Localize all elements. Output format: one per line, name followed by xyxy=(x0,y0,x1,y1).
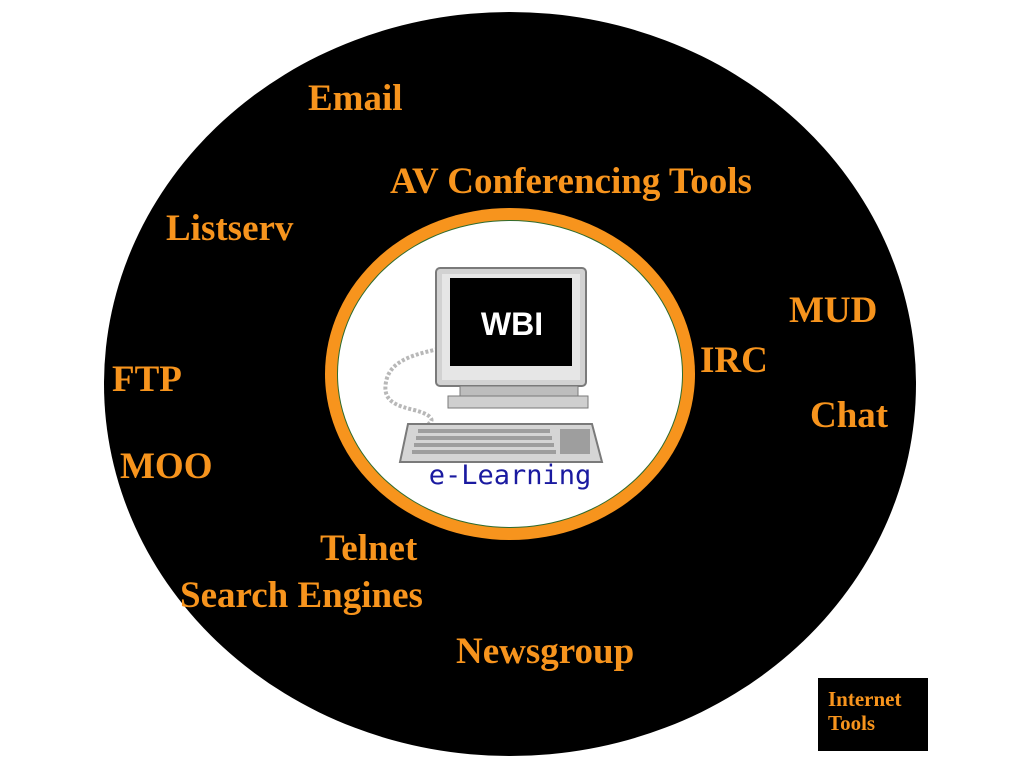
label-av-conferencing-tools: AV Conferencing Tools xyxy=(390,161,752,202)
computer-icon xyxy=(383,267,604,463)
label-newsgroup: Newsgroup xyxy=(456,631,635,672)
center-title: WBI xyxy=(480,306,544,342)
label-chat: Chat xyxy=(810,395,889,436)
label-mud: MUD xyxy=(789,290,878,331)
label-email: Email xyxy=(308,78,403,119)
label-listserv: Listserv xyxy=(166,208,294,249)
center-subtitle: e-Learning xyxy=(428,460,592,491)
label-telnet: Telnet xyxy=(320,528,418,569)
legend-box: Internet Tools xyxy=(818,678,928,751)
label-search-engines: Search Engines xyxy=(180,575,423,616)
label-ftp: FTP xyxy=(112,359,182,400)
legend-line-2: Tools xyxy=(828,711,876,736)
label-moo: MOO xyxy=(120,446,213,487)
legend-line-1: Internet xyxy=(828,687,902,711)
label-irc: IRC xyxy=(700,340,768,381)
